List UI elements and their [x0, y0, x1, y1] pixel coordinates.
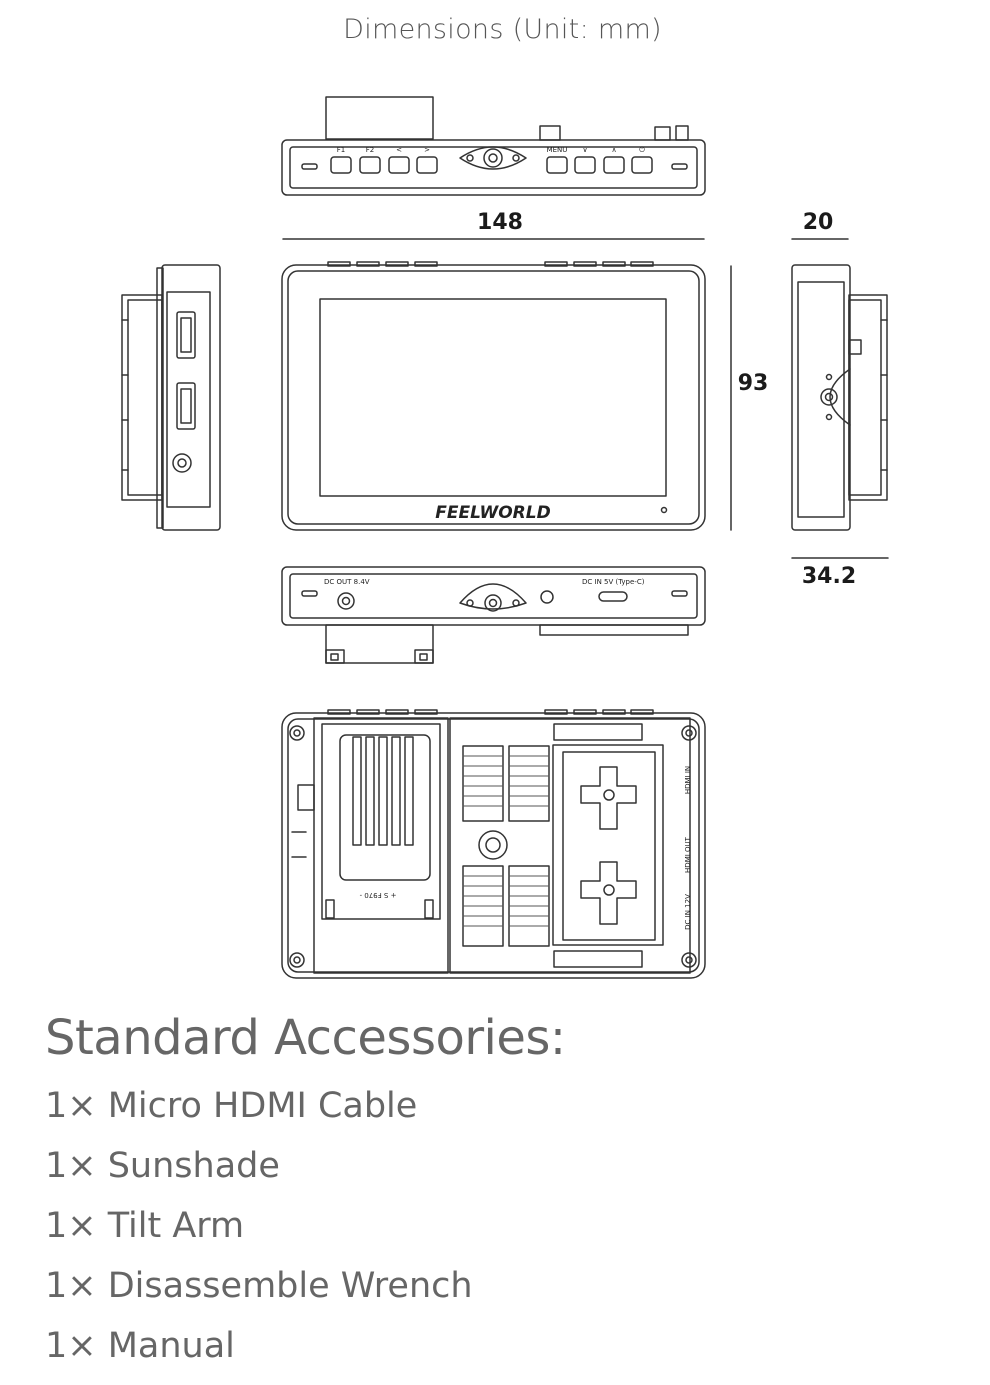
- dc-in-label: DC IN 5V (Type-C): [582, 578, 645, 586]
- top-btn-label: >: [424, 146, 430, 154]
- front-view: [281, 261, 706, 531]
- right-side-view: [791, 264, 888, 531]
- dimension-diagram: F1 F2 < > MENU ∨ ∧ ⏻: [121, 96, 889, 979]
- accessory-item: 1× Micro HDMI Cable: [45, 1086, 418, 1126]
- top-btn-label: MENU: [547, 146, 568, 154]
- accessory-item: 1× Sunshade: [45, 1146, 280, 1186]
- accessories-title: Standard Accessories:: [45, 1010, 566, 1066]
- back-view: [281, 709, 706, 979]
- accessories-list: 1× Micro HDMI Cable 1× Sunshade 1× Tilt …: [45, 1080, 473, 1380]
- dc-out-label: DC OUT 8.4V: [324, 578, 370, 586]
- back-view-vents: [462, 755, 550, 927]
- top-view: [281, 96, 706, 196]
- battery-label: + S F970 -: [359, 891, 396, 899]
- top-btn-label: ⏻: [639, 146, 645, 154]
- bottom-view: [281, 566, 706, 664]
- top-btn-label: ∧: [611, 146, 616, 154]
- hdmi-out-label: HDMI OUT: [684, 836, 692, 873]
- accessory-item: 1× Disassemble Wrench: [45, 1266, 473, 1306]
- hdmi-in-label: HDMI IN: [684, 766, 692, 794]
- left-side-view: [121, 264, 221, 531]
- top-view-button-labels: F1 F2 < > MENU ∨ ∧ ⏻: [337, 146, 645, 154]
- top-btn-label: ∨: [582, 146, 587, 154]
- height-dimension: 93: [738, 371, 769, 396]
- accessory-item: 1× Manual: [45, 1326, 235, 1366]
- top-btn-label: <: [396, 146, 402, 154]
- top-btn-label: F1: [337, 146, 345, 154]
- bottom-view-labels: DC OUT 8.4V DC IN 5V (Type-C): [324, 578, 645, 586]
- brand-logo: FEELWORLD: [435, 503, 550, 523]
- accessory-item: 1× Tilt Arm: [45, 1206, 245, 1246]
- page-title: Dimensions (Unit: mm): [343, 14, 662, 45]
- top-btn-label: F2: [366, 146, 374, 154]
- width-dimension: 148: [477, 210, 523, 235]
- depth-dimension: 20: [803, 210, 834, 235]
- depth-battery-dimension: 34.2: [802, 564, 856, 589]
- dc-in-12v-label: DC IN 12V: [684, 894, 692, 930]
